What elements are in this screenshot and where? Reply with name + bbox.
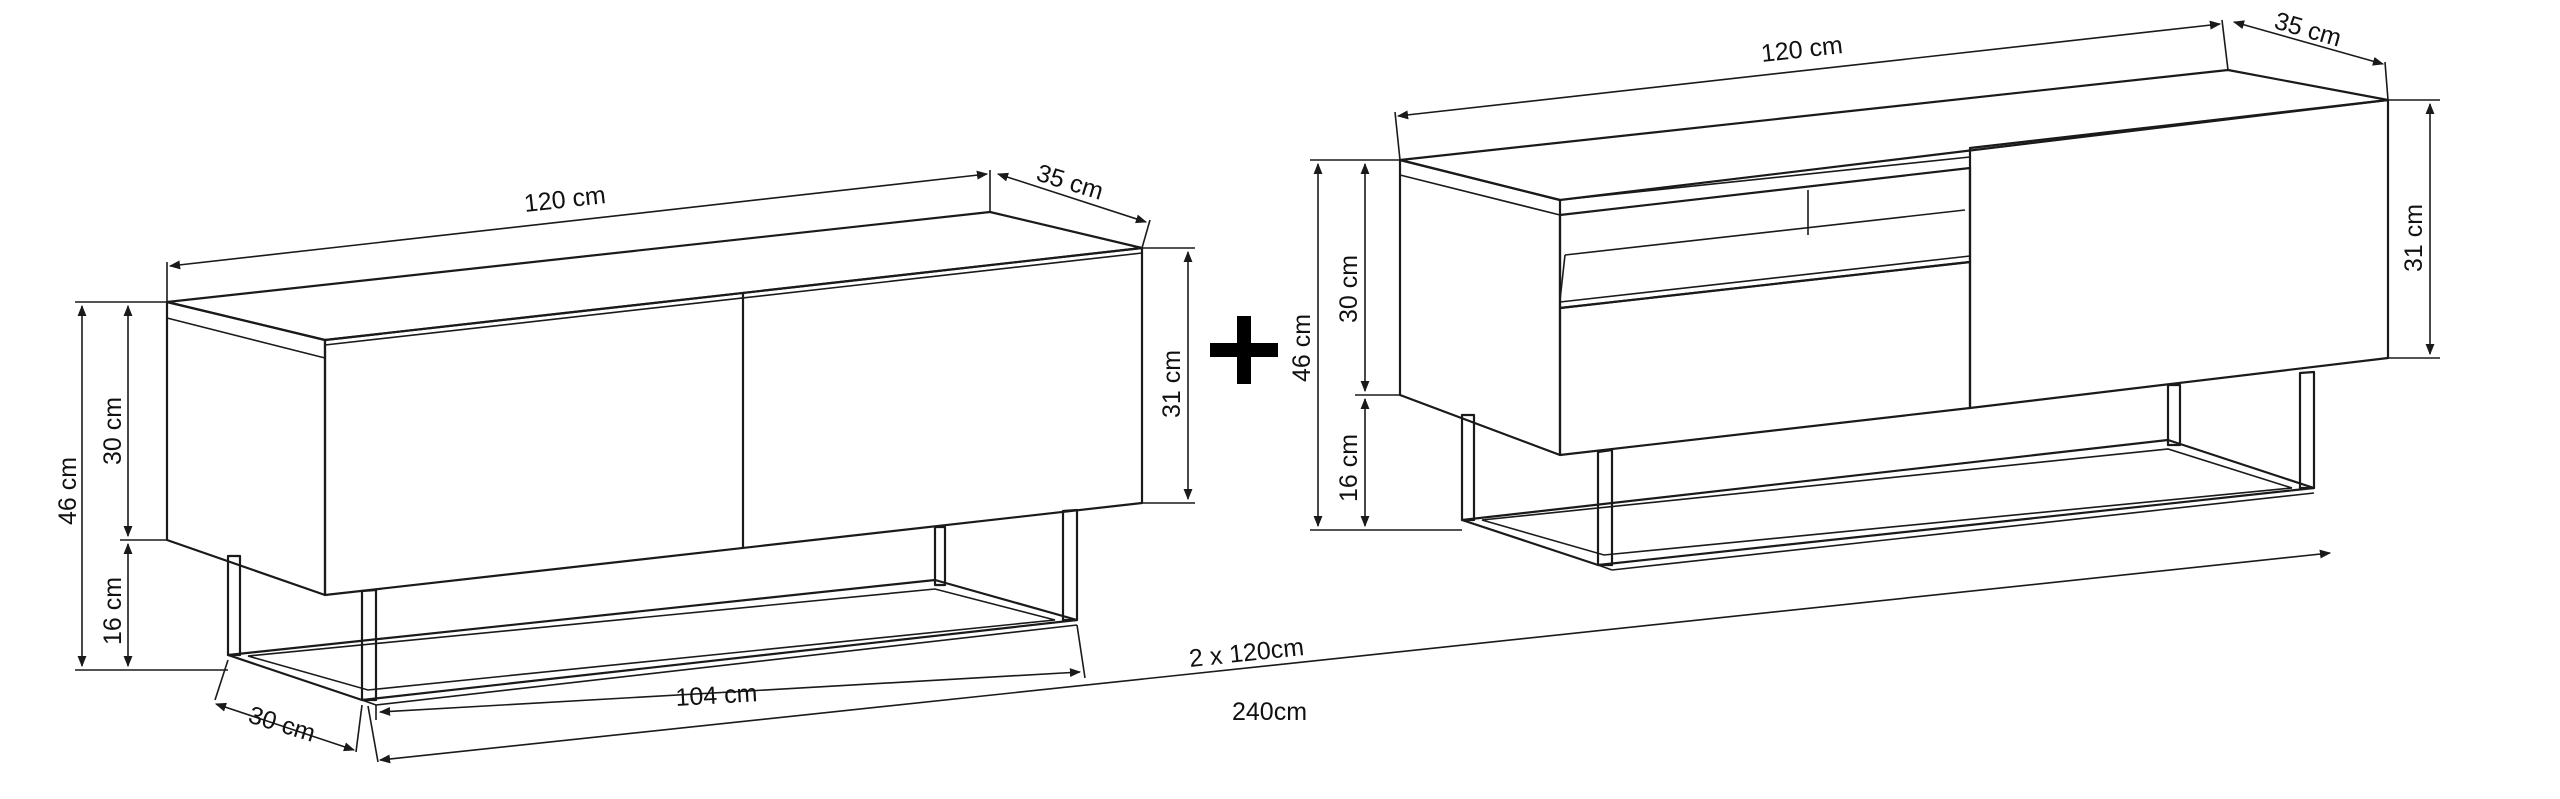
left-leg-height-label: 16 cm <box>99 577 127 645</box>
left-width-label: 120 cm <box>523 181 608 218</box>
combined-label: 2 x 120cm <box>1188 633 1306 673</box>
right-frame <box>1460 370 2316 571</box>
right-width-label: 120 cm <box>1760 31 1845 68</box>
right-leg-height-label: 16 cm <box>1335 434 1363 502</box>
left-dimensions: 120 cm 35 cm 31 cm 46 cm 30 cm 16 cm 30 … <box>54 159 1195 753</box>
left-total-height-label: 46 cm <box>54 457 82 525</box>
right-door-height-label: 31 cm <box>2400 204 2428 272</box>
left-frame-depth-label: 30 cm <box>245 701 318 748</box>
left-frame-width-label: 104 cm <box>675 679 759 712</box>
left-depth-label: 35 cm <box>1033 159 1106 206</box>
combined-total-label: 240cm <box>1232 698 1307 726</box>
right-total-height-label: 46 cm <box>1288 314 1316 382</box>
plus-icon <box>1210 316 1278 384</box>
left-door-height-label: 31 cm <box>1158 350 1186 418</box>
combined-dimension: 2 x 120cm 240cm <box>367 549 2332 764</box>
left-frame <box>226 508 1079 706</box>
left-cabinet <box>165 210 1144 597</box>
right-body-height-label: 30 cm <box>1335 255 1363 323</box>
left-body-height-label: 30 cm <box>99 397 127 465</box>
right-depth-label: 35 cm <box>2271 7 2344 53</box>
right-cabinet <box>1398 68 2390 457</box>
